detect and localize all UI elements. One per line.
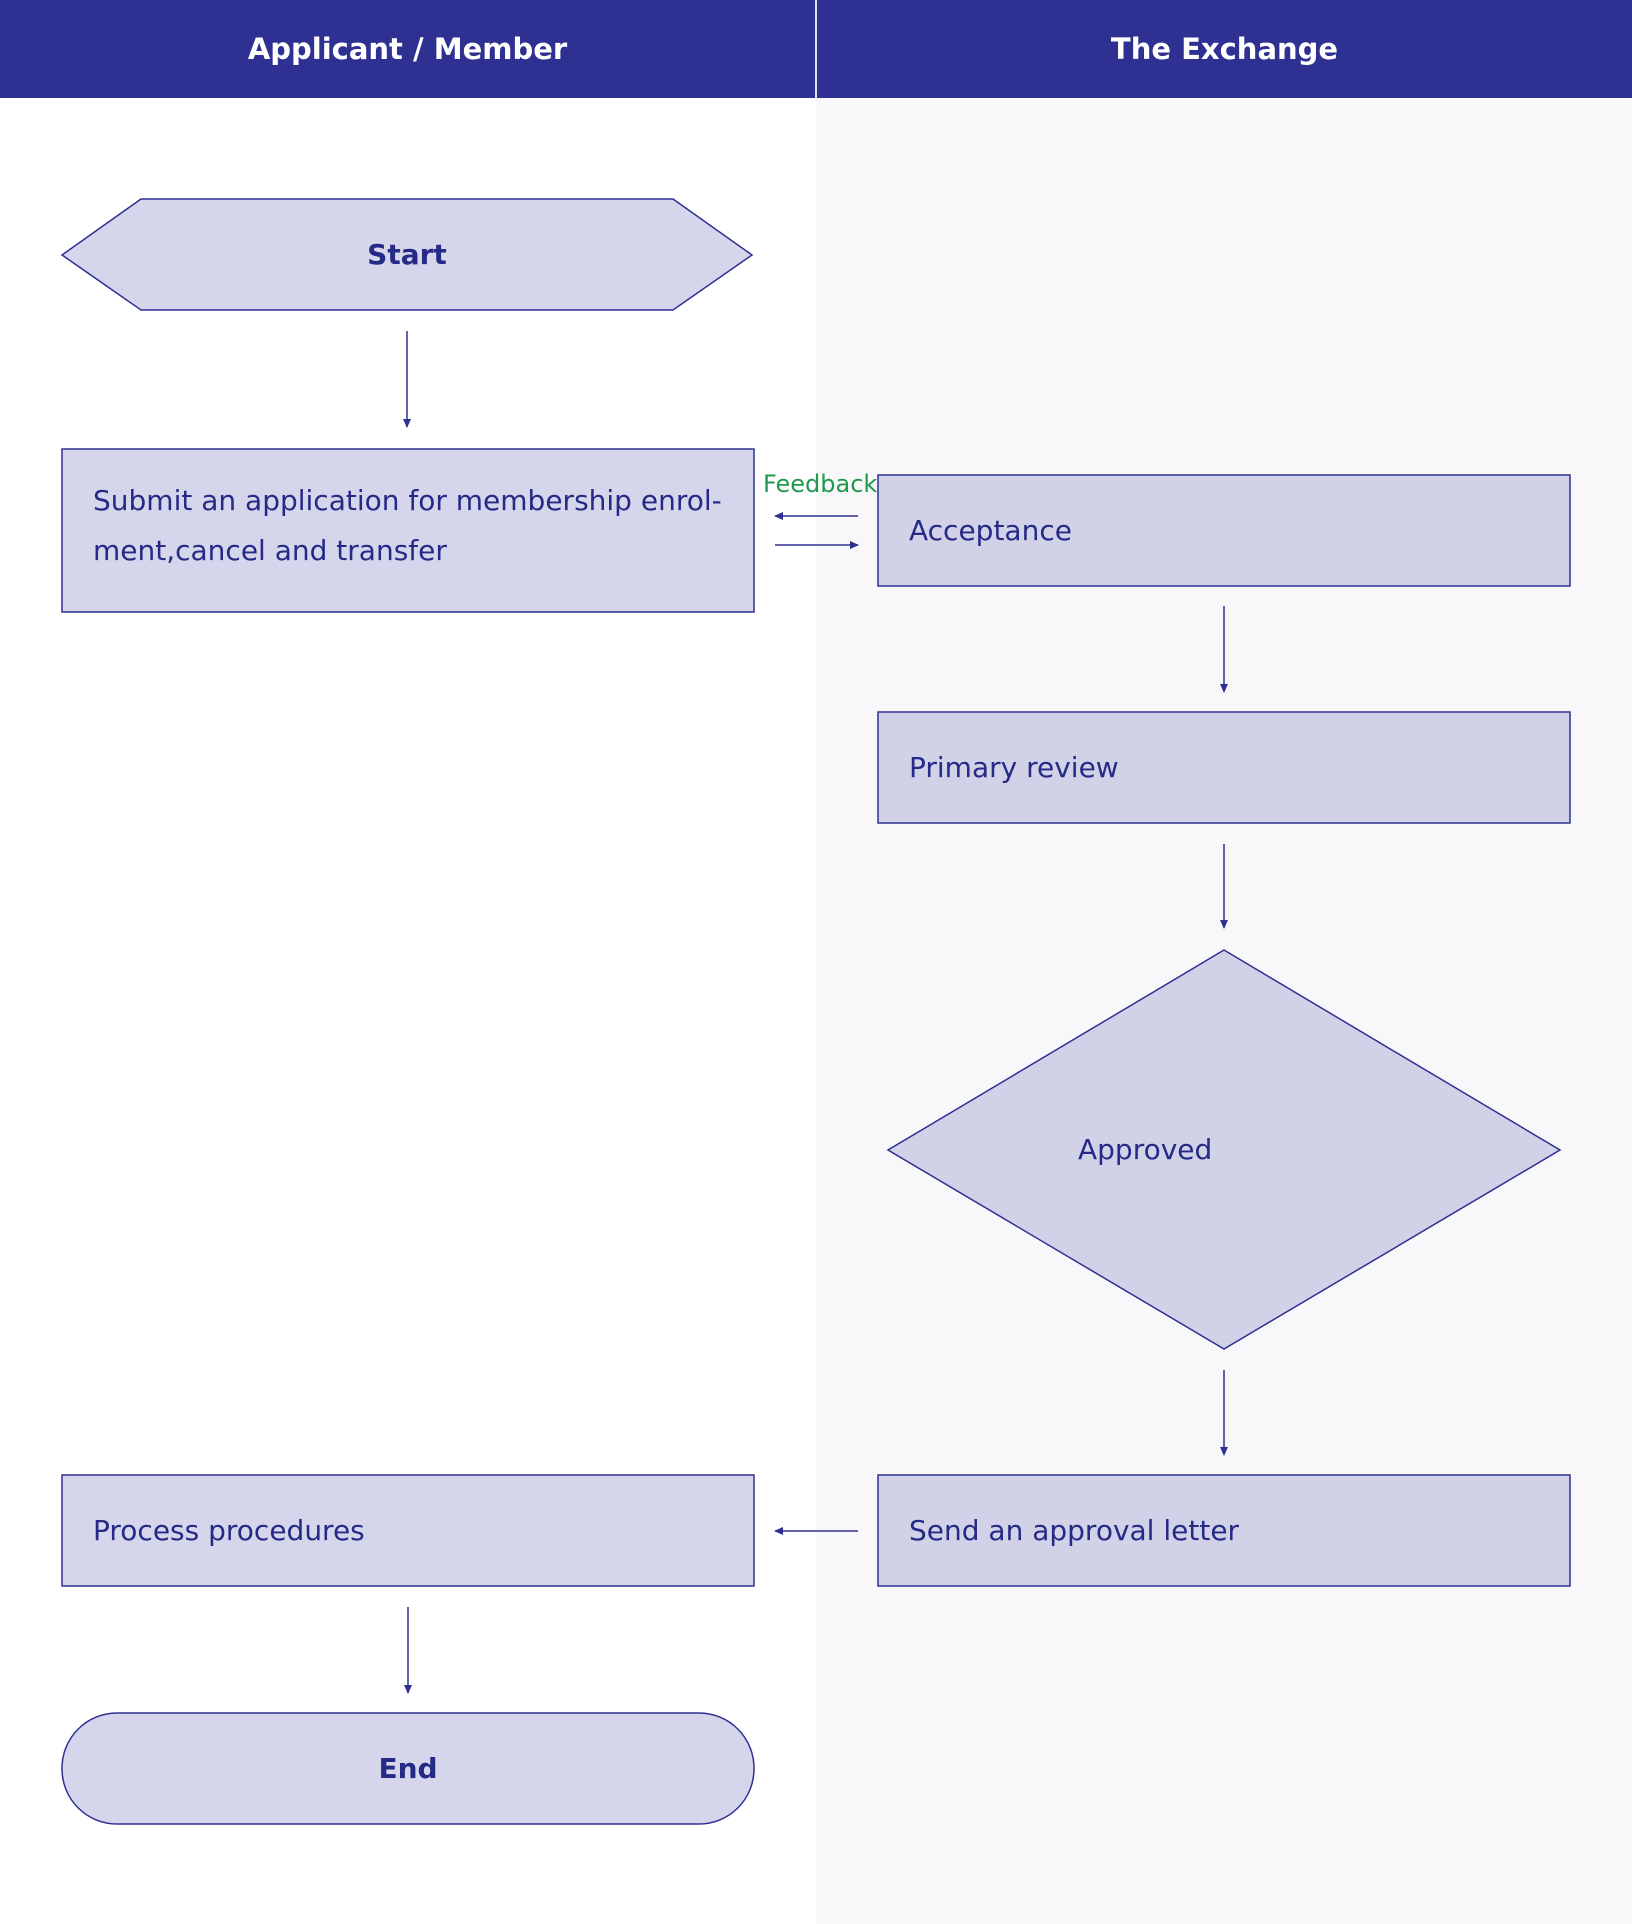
acceptance-node-label: Acceptance (909, 513, 1072, 547)
approved-node-label: Approved (1078, 1133, 1213, 1166)
feedback-edge-label: Feedback (763, 470, 878, 498)
end-node-label: End (378, 1751, 438, 1785)
acceptance-node-shape (877, 474, 1571, 587)
submit-node-label: Submit an application for membership enr… (93, 484, 722, 567)
submit-node-shape (61, 448, 755, 613)
start-node-label: Start (367, 237, 447, 271)
lane-header-exchange: The Exchange (817, 0, 1632, 98)
process-node-label: Process procedures (93, 1513, 365, 1547)
end-node-shape (61, 1712, 755, 1825)
primary-review-node-label: Primary review (909, 750, 1119, 784)
lane-header-applicant: Applicant / Member (0, 0, 815, 98)
primary-review-node-shape (877, 711, 1571, 824)
start-node-shape (60, 198, 754, 311)
process-node-shape (61, 1474, 755, 1587)
send-letter-node-shape (877, 1474, 1571, 1587)
lane-applicant (0, 0, 816, 1924)
approved-node-shape (886, 949, 1562, 1350)
lane-header-divider (815, 0, 817, 98)
send-letter-node-label: Send an approval letter (909, 1513, 1240, 1547)
